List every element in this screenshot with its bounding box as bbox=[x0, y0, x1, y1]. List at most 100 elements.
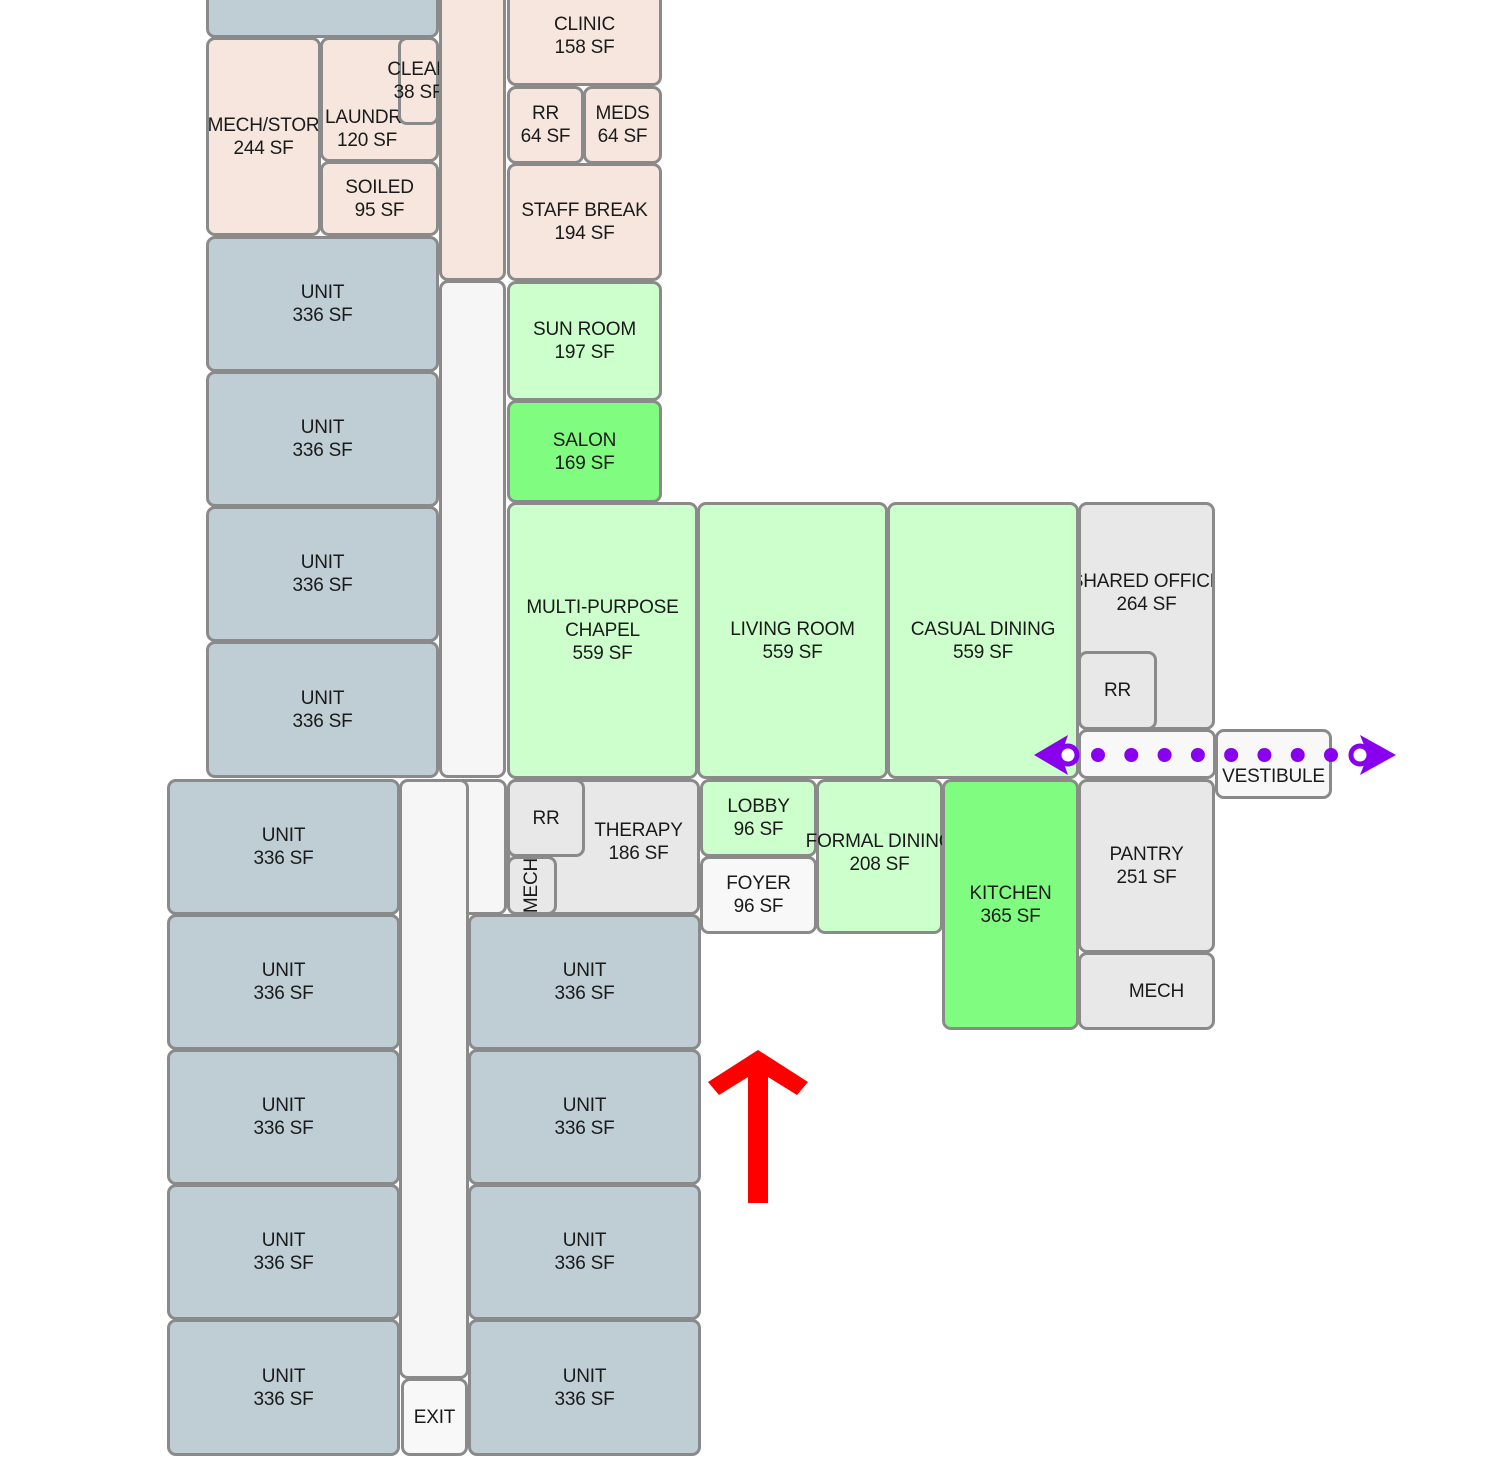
room-formal-dining[interactable]: FORMAL DINING 208 SF bbox=[806, 779, 954, 934]
unit-lower-west-2[interactable]: UNIT 336 SF bbox=[167, 914, 400, 1050]
room-soiled[interactable]: SOILED 95 SF bbox=[320, 161, 439, 236]
room-label: SHARED OFFICE bbox=[1078, 571, 1215, 592]
room-salon[interactable]: SALON 169 SF bbox=[507, 400, 662, 503]
arrow-up-icon bbox=[708, 1050, 808, 1203]
room-area: 251 SF bbox=[1116, 867, 1177, 888]
room-rr-upper[interactable]: RR 64 SF bbox=[507, 86, 584, 164]
room-area: 64 SF bbox=[597, 126, 648, 147]
room-label: PANTRY bbox=[1109, 844, 1184, 865]
unit-lower-east-4[interactable]: UNIT 336 SF bbox=[468, 1319, 701, 1456]
unit-label: UNIT bbox=[261, 825, 306, 846]
unit-area: 336 SF bbox=[253, 848, 314, 869]
room-label: LAUNDRY bbox=[325, 107, 415, 128]
unit-label: UNIT bbox=[300, 552, 345, 573]
room-label: MECH/STOR bbox=[207, 114, 320, 136]
unit-lower-west-3[interactable]: UNIT 336 SF bbox=[167, 1049, 400, 1185]
room-label: CLINIC bbox=[553, 14, 616, 35]
room-label: MULTI-PURPOSE bbox=[526, 597, 679, 618]
unit-label: UNIT bbox=[261, 1365, 306, 1387]
room-multi-purpose-chapel[interactable]: MULTI-PURPOSE CHAPEL 559 SF bbox=[507, 502, 698, 779]
room-lobby[interactable]: LOBBY 96 SF bbox=[700, 779, 817, 857]
room-area: 197 SF bbox=[554, 342, 615, 363]
room-kitchen[interactable]: KITCHEN 365 SF bbox=[942, 779, 1079, 1030]
room-area: 186 SF bbox=[608, 843, 669, 864]
unit-area: 336 SF bbox=[292, 305, 353, 326]
room-area: 208 SF bbox=[849, 853, 910, 875]
room-area: 244 SF bbox=[233, 137, 294, 159]
room-area: 264 SF bbox=[1116, 594, 1177, 615]
room-mech-stor[interactable]: MECH/STOR 244 SF bbox=[206, 37, 321, 236]
unit-upper-west-3[interactable]: UNIT 336 SF bbox=[206, 506, 439, 642]
room-label: LIVING ROOM bbox=[730, 618, 855, 640]
room-label: CASUAL DINING bbox=[910, 618, 1056, 640]
arrow-right-head-icon bbox=[1360, 735, 1396, 775]
unit-label: UNIT bbox=[261, 1095, 306, 1116]
room-clean[interactable]: CLEAN 38 SF bbox=[387, 37, 450, 125]
unit-area: 336 SF bbox=[292, 440, 353, 461]
unit-upper-west-1[interactable]: UNIT 336 SF bbox=[206, 236, 439, 372]
room-area: 64 SF bbox=[520, 126, 571, 147]
corridor-service-upper bbox=[439, 0, 506, 281]
room-label: THERAPY bbox=[594, 820, 683, 841]
unit-label: UNIT bbox=[261, 960, 306, 981]
room-label: RR bbox=[531, 103, 560, 124]
corridor-upper bbox=[439, 280, 506, 778]
room-rr-lower[interactable]: RR bbox=[507, 779, 585, 857]
room-pantry[interactable]: PANTRY 251 SF bbox=[1078, 779, 1215, 953]
room-area: 559 SF bbox=[952, 641, 1014, 663]
unit-partial-top[interactable] bbox=[206, 0, 439, 38]
room-meds[interactable]: MEDS 64 SF bbox=[583, 86, 662, 164]
unit-label: UNIT bbox=[562, 1095, 607, 1116]
room-label: MECH bbox=[521, 857, 543, 914]
unit-area: 336 SF bbox=[253, 1388, 314, 1410]
arrow-right-ring-icon bbox=[1348, 743, 1372, 767]
room-clinic[interactable]: CLINIC 158 SF bbox=[507, 0, 662, 86]
unit-area: 336 SF bbox=[292, 575, 353, 596]
unit-upper-west-2[interactable]: UNIT 336 SF bbox=[206, 371, 439, 507]
room-label-2: CHAPEL bbox=[565, 620, 640, 641]
room-vestibule[interactable]: VESTIBULE bbox=[1215, 729, 1332, 799]
unit-area: 336 SF bbox=[554, 1388, 615, 1410]
room-area: 96 SF bbox=[733, 819, 784, 840]
unit-lower-west-5[interactable]: UNIT 336 SF bbox=[167, 1319, 400, 1456]
unit-area: 336 SF bbox=[253, 1253, 314, 1274]
room-area: 194 SF bbox=[554, 223, 615, 244]
unit-area: 336 SF bbox=[554, 983, 615, 1004]
unit-lower-east-2[interactable]: UNIT 336 SF bbox=[468, 1049, 701, 1185]
unit-area: 336 SF bbox=[292, 710, 353, 732]
room-area: 365 SF bbox=[980, 905, 1041, 927]
unit-upper-west-4[interactable]: UNIT 336 SF bbox=[206, 641, 439, 778]
unit-lower-east-1[interactable]: UNIT 336 SF bbox=[468, 914, 701, 1050]
unit-label: UNIT bbox=[562, 1365, 607, 1387]
unit-label: UNIT bbox=[562, 960, 607, 981]
unit-label: UNIT bbox=[300, 417, 345, 438]
unit-area: 336 SF bbox=[554, 1253, 615, 1274]
room-area: 120 SF bbox=[337, 130, 398, 151]
unit-lower-west-1[interactable]: UNIT 336 SF bbox=[167, 779, 400, 915]
vestibule-passage bbox=[1078, 729, 1216, 779]
room-label: EXIT bbox=[413, 1406, 456, 1428]
unit-label: UNIT bbox=[562, 1230, 607, 1251]
room-label: VESTIBULE bbox=[1222, 766, 1325, 787]
unit-lower-east-3[interactable]: UNIT 336 SF bbox=[468, 1184, 701, 1320]
room-label: FORMAL DINING bbox=[805, 830, 954, 852]
room-area: 96 SF bbox=[733, 896, 784, 917]
room-label: FOYER bbox=[726, 873, 791, 894]
room-mech-lower[interactable]: MECH bbox=[1078, 952, 1215, 1030]
room-casual-dining[interactable]: CASUAL DINING 559 SF bbox=[887, 502, 1079, 779]
room-area: 559 SF bbox=[762, 641, 823, 663]
room-area: 559 SF bbox=[572, 643, 633, 664]
unit-label: UNIT bbox=[261, 1230, 306, 1251]
corridor-lower-west bbox=[399, 779, 469, 1379]
room-staff-break[interactable]: STAFF BREAK 194 SF bbox=[507, 163, 662, 281]
room-mech-small[interactable]: MECH bbox=[507, 856, 557, 915]
unit-area: 336 SF bbox=[554, 1118, 615, 1139]
room-area: 169 SF bbox=[554, 452, 615, 474]
room-foyer[interactable]: FOYER 96 SF bbox=[700, 856, 817, 934]
room-exit[interactable]: EXIT bbox=[401, 1378, 468, 1456]
unit-lower-west-4[interactable]: UNIT 336 SF bbox=[167, 1184, 400, 1320]
room-sun-room[interactable]: SUN ROOM 197 SF bbox=[507, 281, 662, 401]
room-living-room[interactable]: LIVING ROOM 559 SF bbox=[697, 502, 888, 779]
room-label: RR bbox=[1103, 680, 1132, 701]
room-rr-office[interactable]: RR bbox=[1078, 651, 1157, 730]
